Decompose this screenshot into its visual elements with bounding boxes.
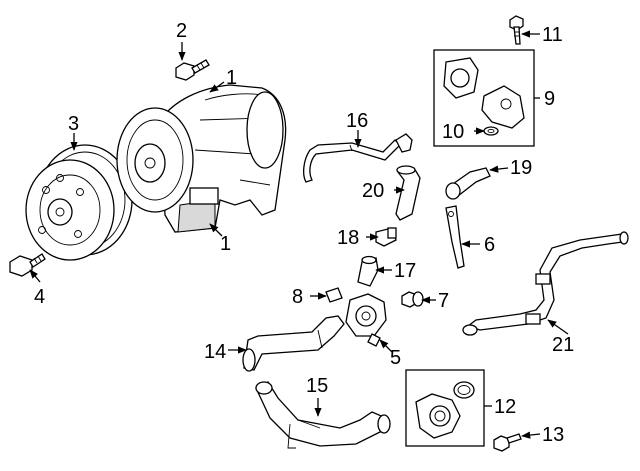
bolt-4-part[interactable] <box>9 253 46 277</box>
callout-13: 13 <box>542 424 564 446</box>
clip-8-part[interactable] <box>325 287 343 303</box>
callout-5: 5 <box>390 347 401 369</box>
callout-3: 3 <box>68 113 79 135</box>
callout-17: 17 <box>394 260 416 282</box>
fitting-19-part[interactable] <box>445 167 491 200</box>
callout-10: 10 <box>442 121 464 143</box>
callout-15: 15 <box>306 375 328 397</box>
seal-10-part[interactable] <box>483 126 499 136</box>
bolt-7-part[interactable] <box>401 291 424 308</box>
callout-16: 16 <box>346 110 368 132</box>
pump-body-part[interactable] <box>116 84 287 233</box>
callout-1-top: 1 <box>226 67 237 89</box>
callout-11: 11 <box>542 24 563 46</box>
callout-19: 19 <box>510 157 532 179</box>
callout-14: 14 <box>204 341 226 363</box>
bolt-2-part[interactable] <box>175 59 210 81</box>
connector-18-part[interactable] <box>375 227 397 247</box>
callout-7: 7 <box>438 290 449 312</box>
part-9-box <box>433 49 535 147</box>
hose-14-part[interactable] <box>242 315 345 372</box>
callout-9: 9 <box>544 88 555 110</box>
callout-labels: 2 3 1 4 1 16 20 19 18 6 17 8 7 5 14 15 2… <box>34 20 574 446</box>
bolt-13-part[interactable] <box>493 433 522 452</box>
bolt-11-part[interactable] <box>509 15 524 45</box>
callout-8: 8 <box>292 286 303 308</box>
callout-1: 1 <box>220 233 231 255</box>
outlet-12-part[interactable] <box>415 393 461 439</box>
housing-5-part[interactable] <box>345 293 387 347</box>
hose-20-part[interactable] <box>395 165 421 221</box>
tube-21-part[interactable] <box>462 231 629 336</box>
callout-6: 6 <box>484 234 495 256</box>
leader-lines <box>29 30 569 439</box>
callout-18: 18 <box>337 227 359 249</box>
elbow-17-part[interactable] <box>357 255 379 287</box>
hose-16-part[interactable] <box>303 133 413 183</box>
bracket-6-part[interactable] <box>445 205 465 269</box>
callout-20: 20 <box>362 180 384 202</box>
callout-2: 2 <box>176 20 187 42</box>
callout-21: 21 <box>552 334 574 356</box>
callout-4: 4 <box>34 286 45 308</box>
hose-15-part[interactable] <box>255 381 391 449</box>
pulley-part[interactable] <box>25 144 133 261</box>
oring-12-part[interactable] <box>453 381 475 399</box>
valve-housing-part[interactable] <box>443 57 525 129</box>
part-12-box <box>405 369 485 447</box>
callout-12: 12 <box>494 396 516 418</box>
